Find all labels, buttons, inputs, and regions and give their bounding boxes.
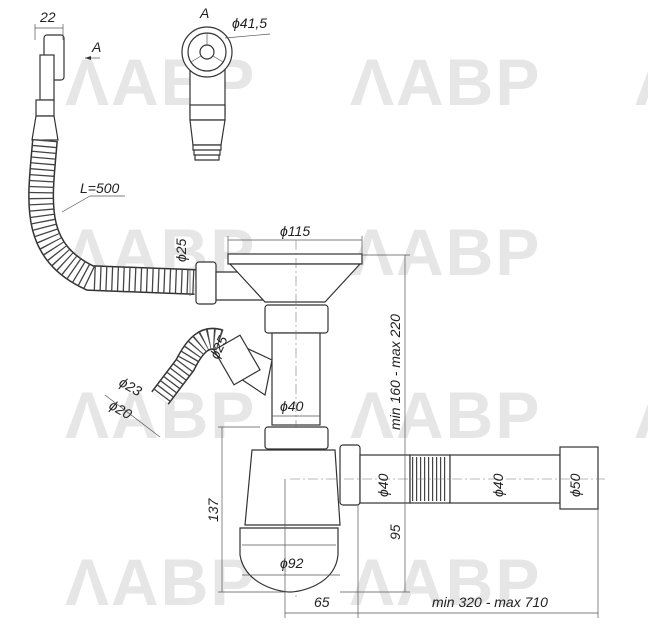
dim-bottom-cap: ϕ92 [280,555,304,571]
dim-overflow-width: 22 [39,9,56,25]
watermark: ΛABP [350,378,541,452]
dim-strainer: ϕ115 [280,223,310,239]
watermark: ΛABP [65,545,256,619]
dim-outlet-nut: ϕ40 [375,473,391,497]
dim-outlet-offset: 65 [314,594,330,610]
dim-overflow-diameter: ϕ41,5 [232,15,267,31]
dim-outlet-length: min 320 - max 710 [432,594,548,610]
dim-height-range: min 160 - max 220 [387,314,403,430]
watermarks: ΛABP ΛABP ΛABP ΛABP ΛABP ΛABP ΛABP ΛABP … [65,45,648,619]
watermark: ΛABP [350,545,541,619]
sink-strainer: ϕ115 [227,223,363,600]
bottle-trap: ϕ92 137 [205,426,341,593]
outlet-pipe: ϕ40 ϕ40 ϕ50 [290,444,605,510]
watermark: ΛABP [350,45,541,119]
dim-outlet-end: ϕ50 [567,473,583,497]
dim-tail-pipe: ϕ40 [280,398,304,414]
watermark: ΛABP [350,215,541,289]
section-marker: A [91,39,101,55]
overflow-fitting: 22 A [31,9,101,141]
view-a-label: A [199,5,209,21]
dim-hose-length: L=500 [80,180,120,196]
watermark: ΛABP [635,45,648,119]
view-a: A ϕ41,5 [181,5,271,161]
dim-outlet-height: 95 [387,524,403,540]
dim-overflow-pipe: ϕ25 [173,238,189,262]
dim-trap-height: 137 [205,497,221,522]
dim-outlet-pipe: ϕ40 [490,473,506,497]
watermark: ΛABP [635,378,648,452]
overflow-hose: L=500 ϕ25 [28,138,267,305]
